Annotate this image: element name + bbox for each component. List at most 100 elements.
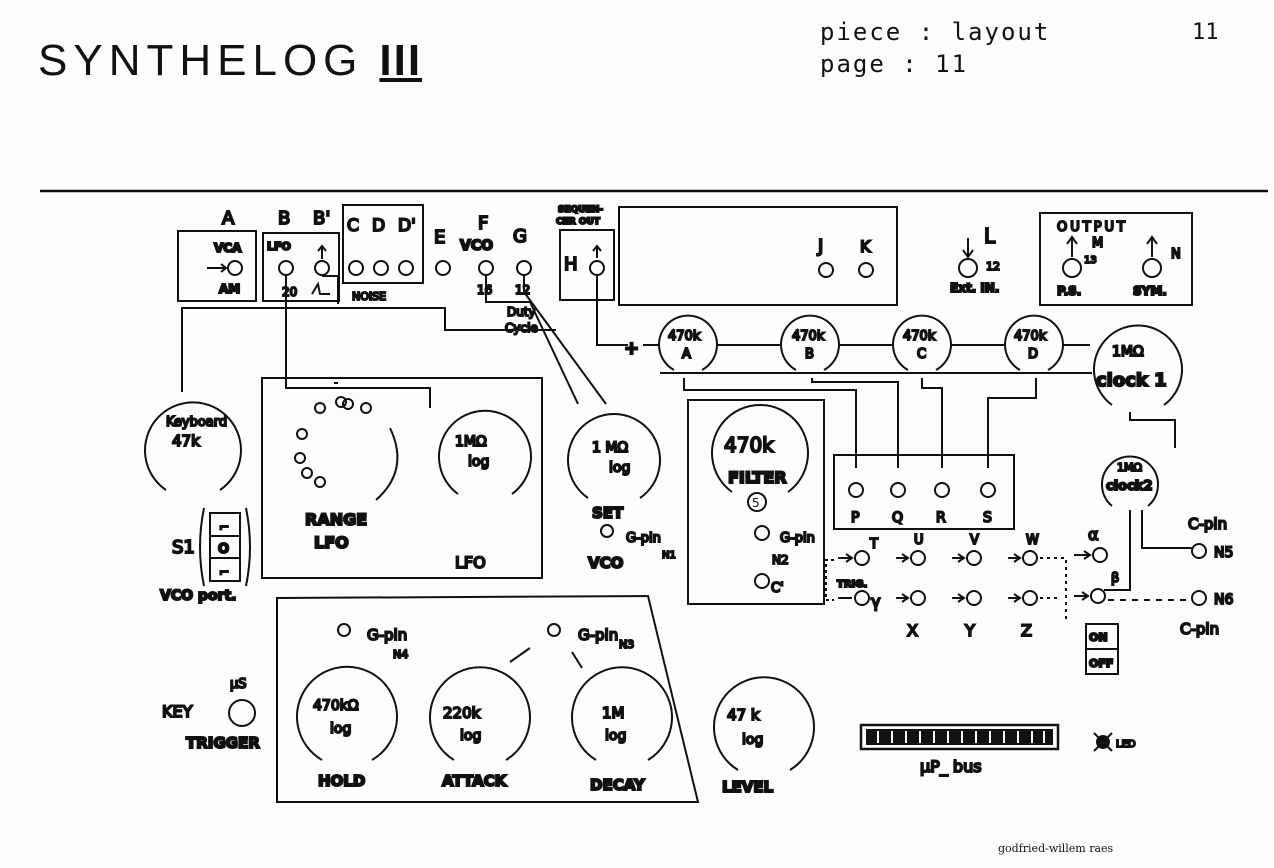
attack-label: ATTACK <box>442 772 508 790</box>
noise-box <box>342 204 424 284</box>
led-label: LED <box>1116 739 1136 750</box>
label-v: V <box>970 533 979 548</box>
label-r: R <box>936 510 946 526</box>
jack-c <box>348 260 364 276</box>
decay-label: DECAY <box>590 776 646 794</box>
gate-jacks <box>854 550 1038 606</box>
lfo-jack-box <box>262 232 340 302</box>
filter-c-prime-jack <box>754 573 770 589</box>
arrow-b-prime-icon <box>317 244 327 259</box>
attack-pot: 220k log ATTACK <box>429 666 531 791</box>
jack-b-prime <box>314 260 330 276</box>
vca-label: VCA <box>214 241 242 255</box>
jack-a <box>227 260 243 276</box>
vca-box <box>177 230 257 302</box>
filter-label: FILTER <box>728 468 787 487</box>
envelope-n3-jack <box>547 623 561 637</box>
title-roman-numeral: III <box>379 36 423 85</box>
seq-pot-a-value: 470k <box>668 329 701 344</box>
wire-a-to-p <box>683 378 857 468</box>
filter-gpin-label: G-pin <box>780 531 815 546</box>
level-label: LEVEL <box>722 778 774 796</box>
vco-set-label: SET <box>592 504 624 522</box>
envelope-n3-label: N3 <box>619 638 634 651</box>
seq-pot-c: 470k C <box>892 314 952 371</box>
label-g: G <box>513 226 527 247</box>
key-label: KEY <box>162 702 193 721</box>
s1-label: S1 <box>172 537 195 558</box>
wire-c-to-r <box>921 378 943 468</box>
wire-f-to-vco <box>485 276 579 405</box>
label-a: A <box>222 208 235 229</box>
arrow-a-icon <box>207 263 228 273</box>
arrow-m-icon <box>1066 235 1078 257</box>
envelope-gpin4-label: G-pin <box>367 626 407 644</box>
label-y: Y <box>964 621 975 640</box>
s1-bracket-right <box>245 507 251 587</box>
filter-c-prime-label: C' <box>771 581 784 596</box>
vco-gpin-jack <box>600 524 614 538</box>
wire-b-to-q <box>811 378 899 468</box>
vco-n1-label: N1 <box>662 550 676 561</box>
filter-number: 5 <box>752 496 760 510</box>
page-number: 11 <box>1192 20 1219 45</box>
n6-label: N6 <box>1214 592 1233 608</box>
clock1-pot: 1MΩ clock 1 <box>1093 324 1183 406</box>
level-pot-taper: log <box>742 732 763 748</box>
label-12-small: 12 <box>515 283 530 297</box>
wire-clock2-beta <box>1104 510 1131 591</box>
page-label: page : 11 <box>820 50 969 78</box>
s1-switch <box>209 512 241 582</box>
bus-label: μP_ bus <box>920 757 982 777</box>
wire-clock1-to-clock2 <box>1129 412 1176 448</box>
vco-port-label: VCO port. <box>160 588 236 604</box>
filter-pot-value: 470k <box>724 433 774 457</box>
ext-in-label: Ext. IN. <box>950 281 999 295</box>
label-x: X <box>907 621 918 640</box>
attack-pot-taper: log <box>460 728 481 744</box>
gate-arrow-u-icon <box>896 553 910 563</box>
sequencer-out-box <box>559 229 615 301</box>
arrow-l-icon <box>962 238 974 259</box>
seq-pot-d: 470k D <box>1004 314 1064 371</box>
seq-pot-a: 470k A <box>658 314 718 371</box>
envelope-box <box>276 594 700 803</box>
label-l: L <box>984 224 996 248</box>
s1-position-1: ⌐ <box>219 520 229 534</box>
seq-pot-b: 470k B <box>780 314 840 371</box>
jack-m <box>1062 258 1082 278</box>
beta-label: β <box>1111 571 1119 586</box>
label-20: 20 <box>282 285 297 299</box>
clock2-pot: 1MΩ clock2 <box>1101 455 1159 507</box>
gate-arrow-w-icon <box>1008 553 1022 563</box>
label-13: 13 <box>1084 255 1097 266</box>
jack-d <box>373 260 389 276</box>
wire-h <box>596 276 628 346</box>
vco-gpin-label: G-pin <box>626 531 661 546</box>
label-s: S <box>983 510 992 526</box>
label-j: J <box>817 236 823 257</box>
cer-out-label: CER OUT <box>556 217 601 227</box>
jack-g <box>516 260 532 276</box>
label-b-prime: B' <box>313 208 330 229</box>
pqrs-jacks <box>848 482 996 498</box>
jack-b <box>278 260 294 276</box>
seq-pot-c-label: C <box>917 347 926 362</box>
cycle-label: Cycle <box>505 321 538 335</box>
lfo-rate-pot: 1MΩ log <box>438 409 532 495</box>
jack-n6 <box>1191 590 1207 606</box>
seq-pot-a-label: A <box>682 347 691 362</box>
lfo-box <box>261 377 543 579</box>
trigger-label: TRIGGER <box>186 734 260 752</box>
label-f: F <box>478 213 488 234</box>
sequencer-label: SEQUEN- <box>558 205 603 215</box>
seq-pot-d-value: 470k <box>1014 329 1047 344</box>
seq-pot-b-label: B <box>805 347 814 362</box>
filter-gpin-jack <box>754 525 770 541</box>
noise-label: NOISE <box>352 290 386 303</box>
clock2-value: 1MΩ <box>1117 461 1142 474</box>
vco-pot-value: 1 MΩ <box>592 440 628 456</box>
decay-pot-taper: log <box>605 728 626 744</box>
label-e: E <box>434 227 445 248</box>
